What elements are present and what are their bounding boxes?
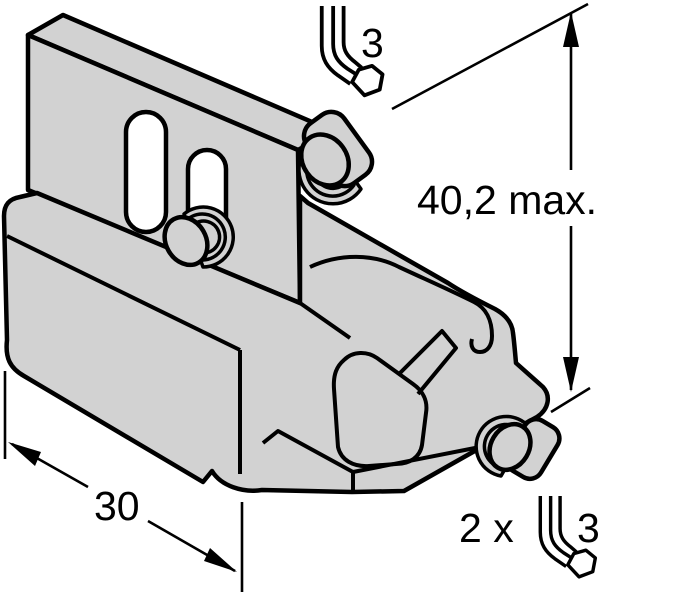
base-top-face-edge (6, 234, 241, 352)
width-arrowhead-left (8, 442, 41, 466)
stud-tip-face (162, 214, 210, 268)
width-dimension-label: 30 (94, 483, 140, 529)
hex-key-size-label-bottom: 3 (577, 505, 600, 551)
bottom-right-edge (352, 445, 481, 474)
clamp-body (1, 190, 551, 495)
hex-key-size-label-top: 3 (361, 20, 384, 66)
clamping-screw-top (297, 109, 375, 206)
height-dimension-label: 40,2 max. (417, 177, 597, 223)
hex-key-callout-top: 3 (319, 4, 385, 98)
base-edge-right-of-plate (298, 301, 352, 340)
clamp-body-silhouette (1, 190, 551, 495)
saddle-curve-and-hook-inner-edge (309, 254, 494, 354)
height-arrowhead-up (563, 12, 579, 47)
height-leader-line (391, 2, 589, 111)
width-arrowhead-right (204, 548, 237, 572)
height-dimension: 40,2 max. (391, 2, 597, 414)
bottom-screw-head-rim (487, 421, 533, 473)
bottom-chamfer-strip-edges (261, 429, 355, 491)
hex-key-callout-bottom: 2 x 3 (459, 494, 600, 579)
clamping-screw-bottom (474, 414, 562, 482)
height-arrowhead-down (563, 357, 579, 392)
top-screw-head-rim (298, 132, 352, 188)
groove-step-edges (396, 329, 458, 396)
hex-key-quantity-label: 2 x (459, 505, 514, 551)
width-dimension: 30 (3, 371, 244, 592)
height-extension-tick (550, 386, 591, 414)
set-screw-tip-through-slot (162, 205, 235, 269)
